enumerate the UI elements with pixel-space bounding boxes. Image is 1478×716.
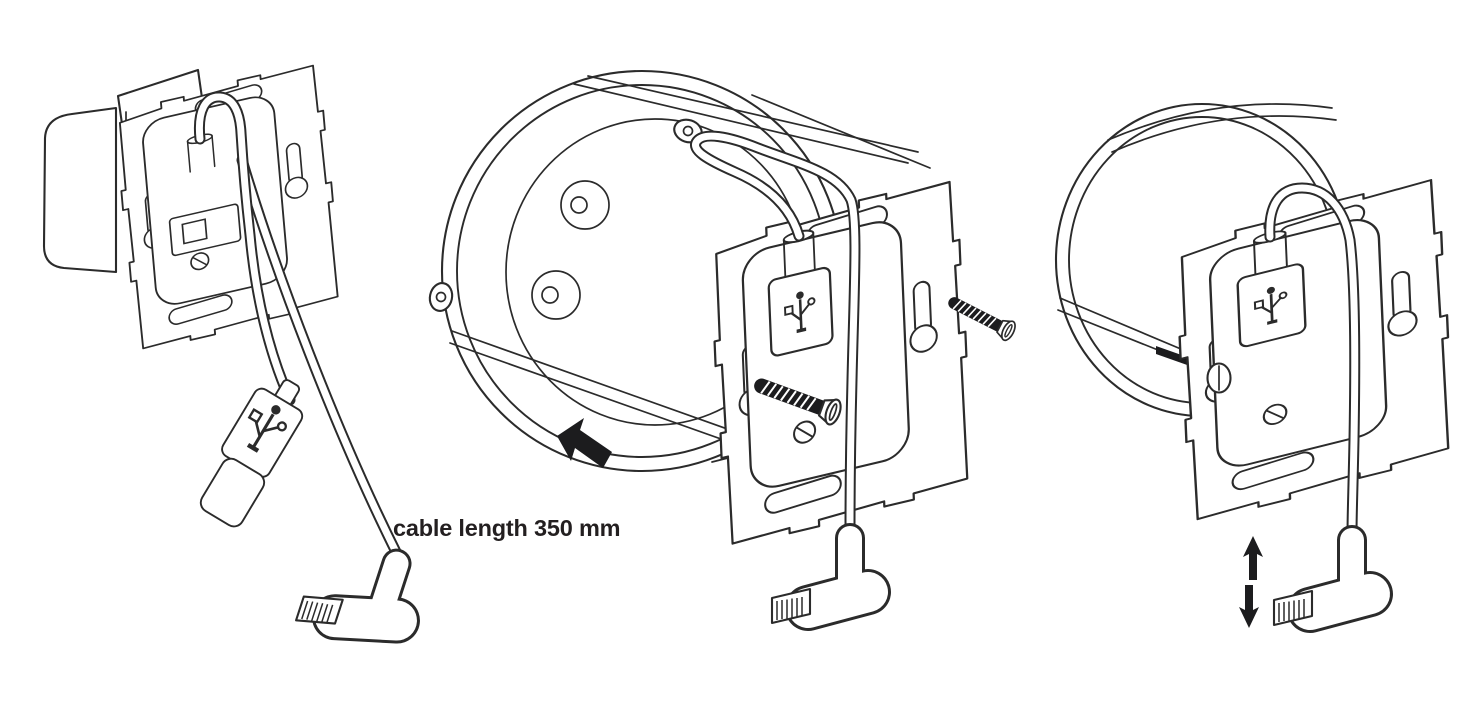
figure-step3-mounted [1054, 102, 1455, 628]
screw-head [1206, 362, 1232, 394]
rear-detail [168, 131, 242, 257]
insert-housing [42, 68, 204, 274]
figure-step2-wall-box [428, 69, 1017, 623]
mounting-plate [113, 60, 343, 354]
lightning-connector [772, 538, 868, 623]
usb-a-connector [199, 379, 304, 528]
arrow-up-icon [1243, 536, 1263, 580]
knockout [531, 180, 610, 320]
arrow-left-icon [557, 418, 612, 468]
screw-tip [1156, 346, 1190, 366]
lightning-connector [296, 540, 414, 651]
figure-step1-insert-rear: cable length 350 mm [42, 60, 621, 651]
arrow-down-icon [1239, 585, 1259, 628]
cable-length-label: cable length 350 mm [393, 515, 620, 541]
lightning-connector [1274, 540, 1370, 625]
